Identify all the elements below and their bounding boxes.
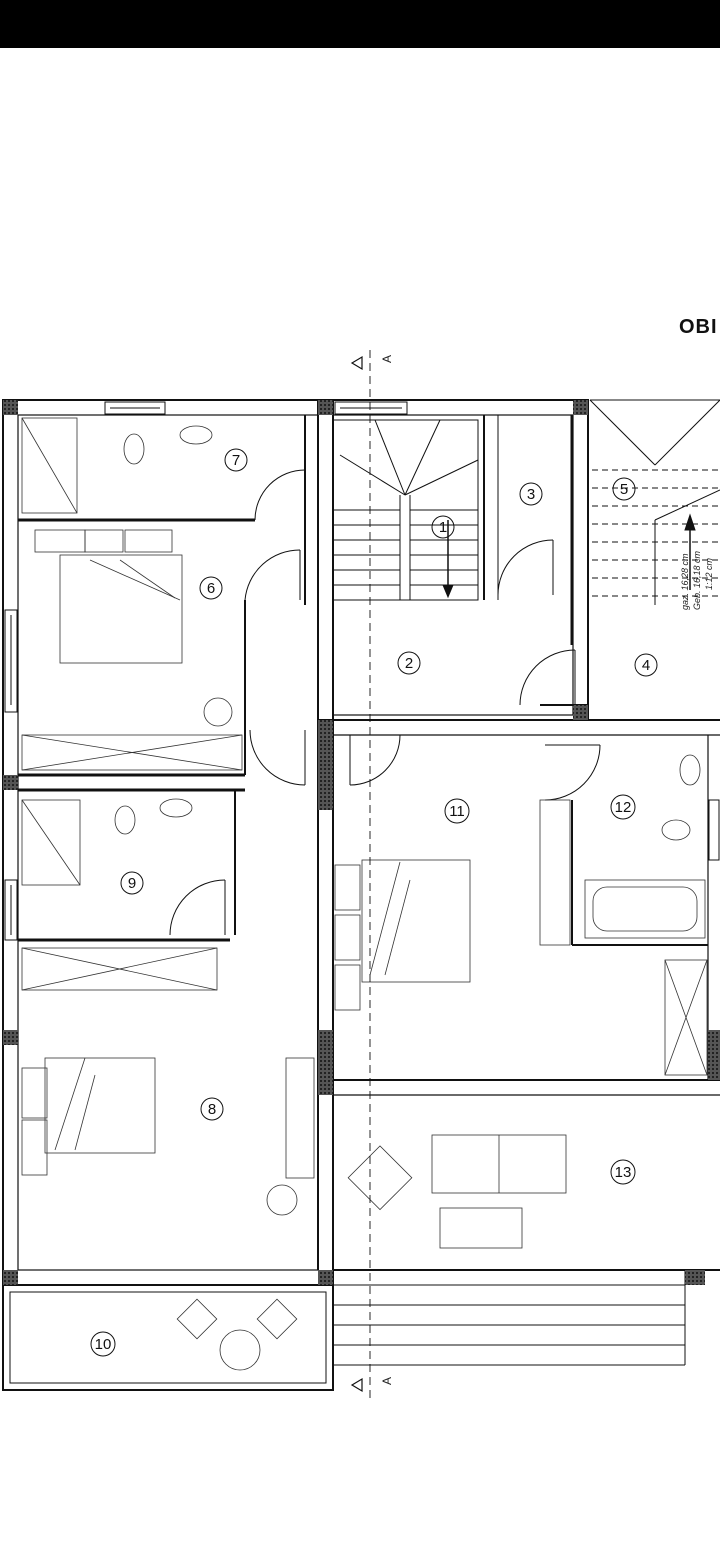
room-number: 6 [207,580,215,597]
stair-note: gaz. 16,28 cm [680,553,690,610]
room-number: 8 [208,1101,216,1118]
section-marker-bottom: A [380,1377,394,1385]
room-labels: 1 2 3 4 5 6 7 8 9 10 11 12 13 [90,448,658,1357]
room-number: 3 [527,486,535,503]
room-number: 2 [405,655,413,672]
wall-columns [3,400,720,1285]
room-label-8: 8 [200,1097,224,1121]
balcony [2,1284,334,1391]
room-number: 1 [439,519,447,536]
furniture [21,417,708,1371]
room-label-5: 5 [612,477,636,501]
status-bar [0,0,720,48]
room-number: 9 [128,875,136,892]
room-number: 11 [449,803,465,820]
room-label-1: 1 [431,515,455,539]
room-number: 13 [615,1164,632,1181]
room-label-4: 4 [634,653,658,677]
room-label-9: 9 [120,871,144,895]
outer-wall [2,399,334,1286]
room-label-10: 10 [90,1331,116,1357]
exterior-stairs [333,399,720,1366]
section-marker-top: A [380,355,394,363]
room-label-13: 13 [610,1159,636,1185]
door-swings [169,469,601,936]
room-label-2: 2 [397,651,421,675]
room-label-7: 7 [224,448,248,472]
windows [4,401,720,941]
stair-note: Geb. 16,18 cm [692,550,702,610]
stair-note: 1:12 cm [704,557,714,590]
room-label-3: 3 [519,482,543,506]
room-label-12: 12 [610,794,636,820]
room-number: 10 [95,1336,112,1353]
room-number: 4 [642,657,650,674]
room-number: 7 [232,452,240,469]
room-number: 12 [615,799,632,816]
room-label-6: 6 [199,576,223,600]
room-number: 5 [620,481,628,498]
outer-wall [317,399,589,721]
room-label-11: 11 [444,798,470,824]
plan-title: OBI [679,316,718,338]
staircase [332,419,479,601]
